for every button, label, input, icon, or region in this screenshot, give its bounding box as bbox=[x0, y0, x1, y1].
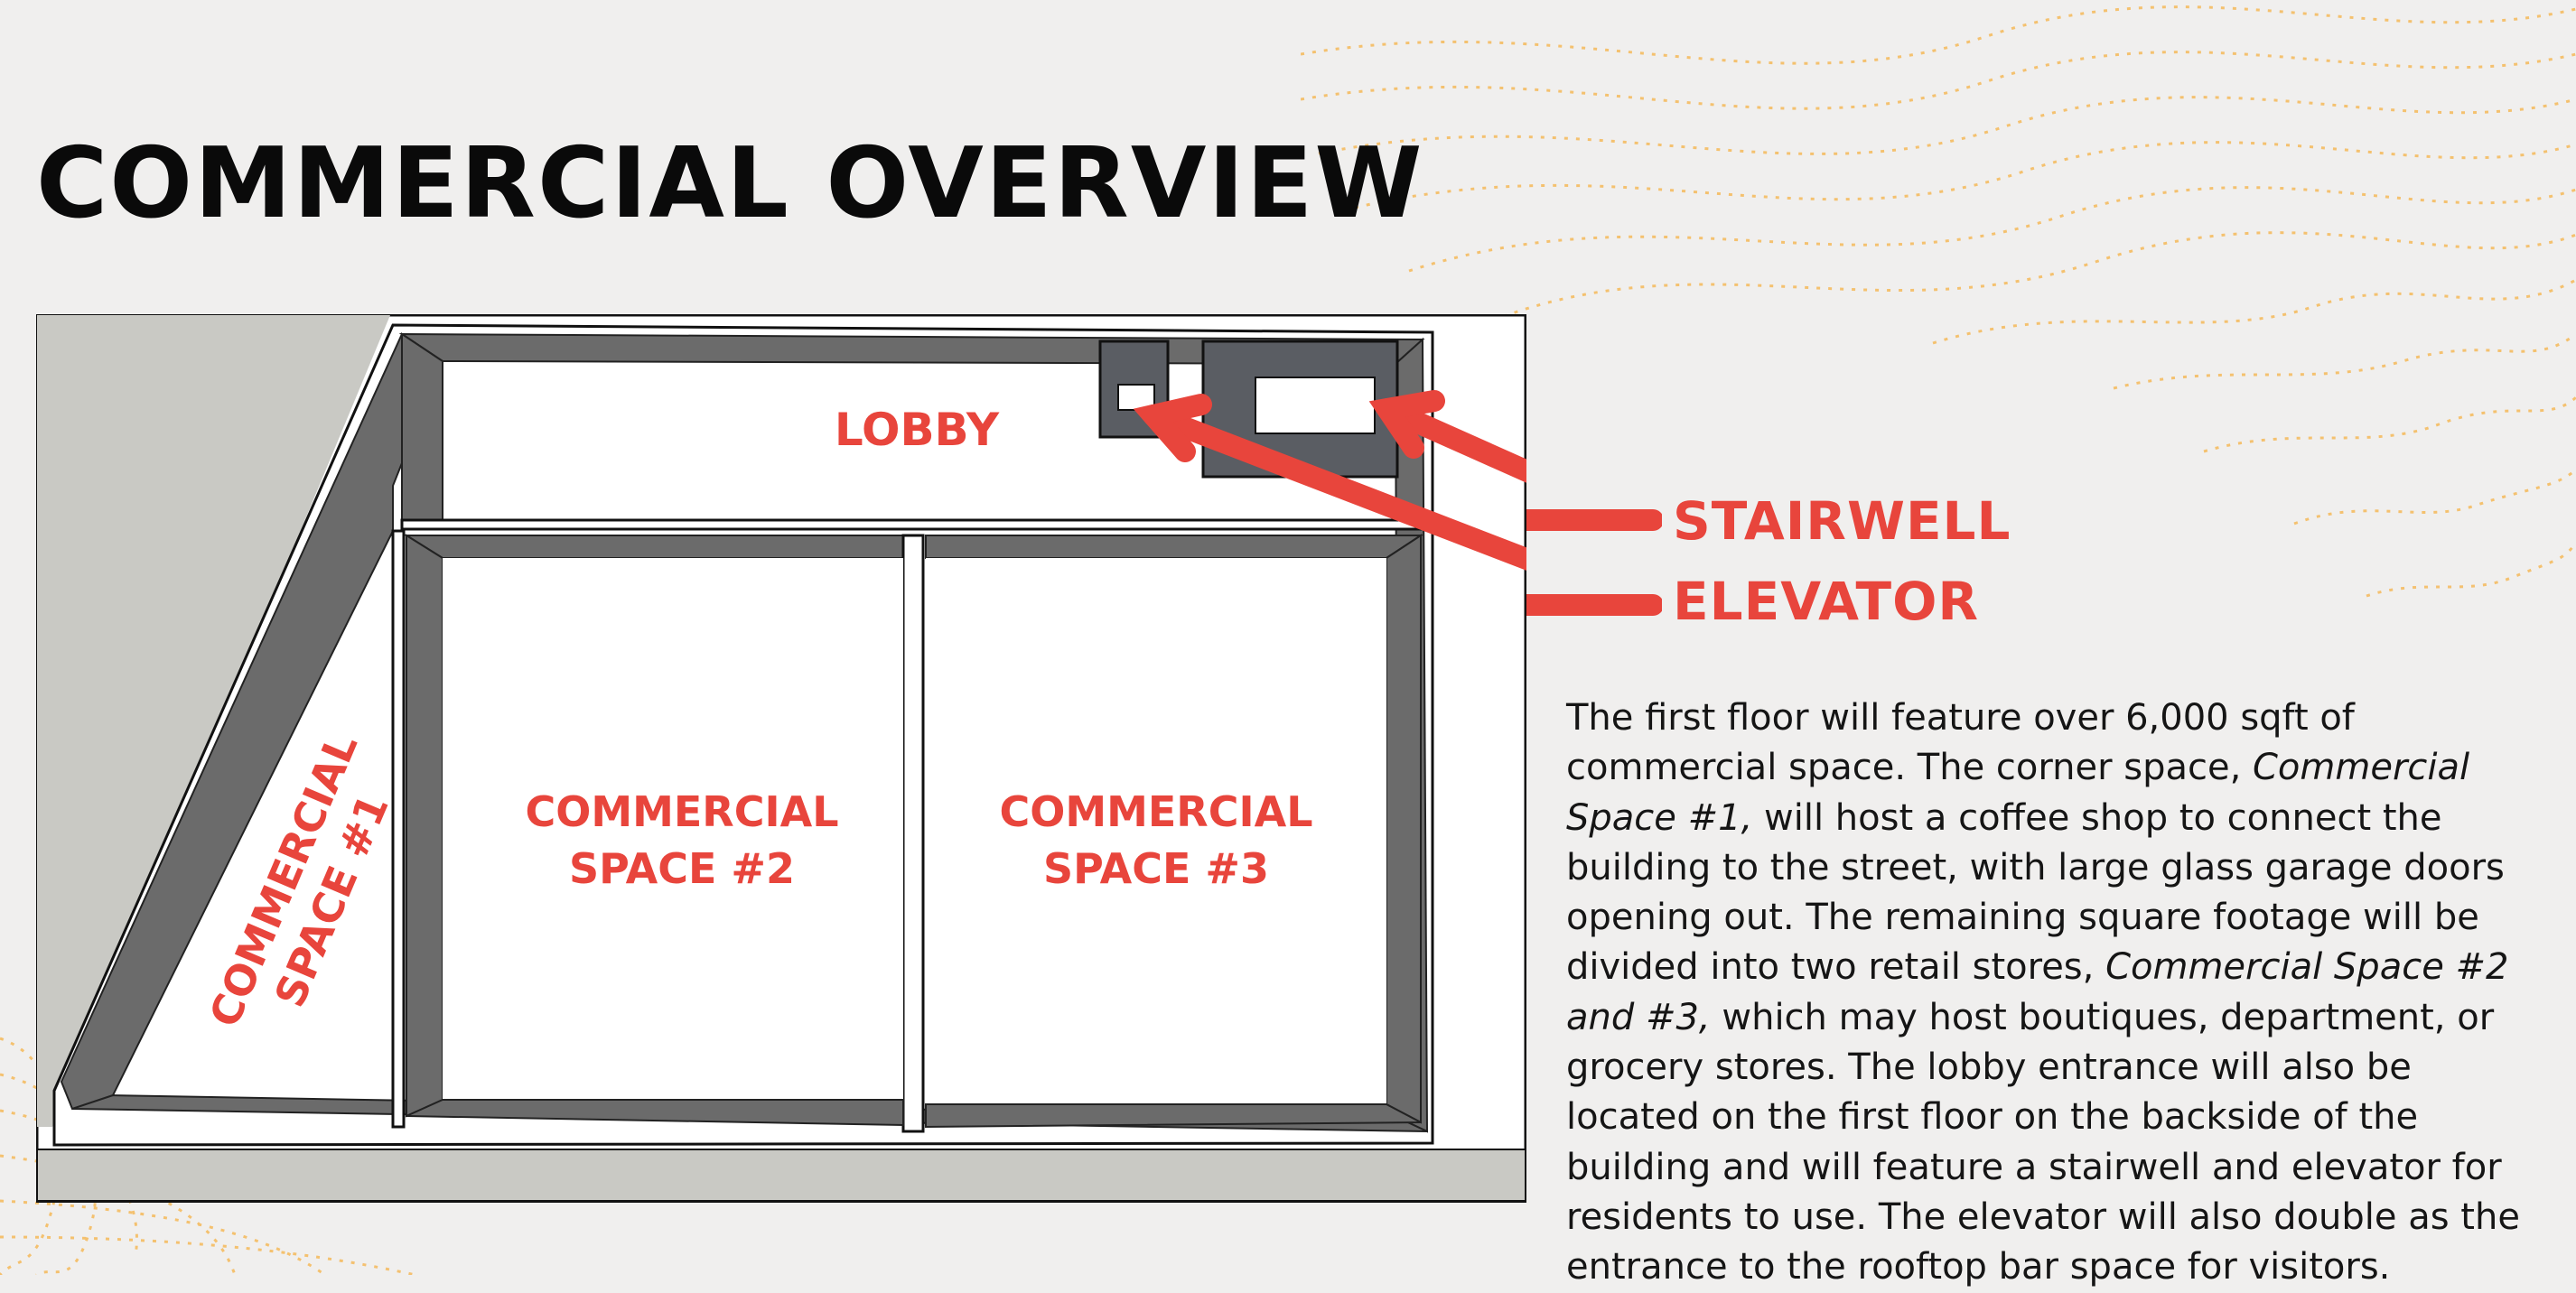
arrow-stairwell-head bbox=[1133, 394, 1212, 462]
description-text-1: The first floor will feature over 6,000 … bbox=[1566, 697, 2355, 789]
arrow-stairwell-shaft bbox=[1143, 405, 1526, 571]
space-divider-left bbox=[391, 529, 406, 1129]
space3-wall-top bbox=[925, 535, 1424, 559]
space2-wall-bottom bbox=[406, 1099, 904, 1127]
lobby-label: LOBBY bbox=[835, 404, 1000, 456]
sidewalk-strip bbox=[36, 1149, 1526, 1202]
description-text-2: will host a coffee shop to connect the b… bbox=[1566, 796, 2505, 989]
space2-label-line2: SPACE #2 bbox=[569, 844, 795, 893]
wall-lobby-left bbox=[401, 332, 443, 528]
space2-label-line1: COMMERCIAL bbox=[525, 787, 838, 836]
description-paragraph: The first floor will feature over 6,000 … bbox=[1566, 693, 2546, 1293]
description-text-3: which may host boutiques, department, or… bbox=[1566, 996, 2520, 1288]
space-divider-middle bbox=[901, 534, 925, 1133]
description-italic-1: Commercial Space #1, bbox=[1566, 747, 2470, 839]
space3-wall-bottom bbox=[925, 1103, 1422, 1129]
lobby-divider bbox=[400, 518, 1423, 531]
floor-plan-diagram: LOBBY COMMERCIAL SPACE #1 COMMERCIAL SPA… bbox=[36, 314, 1526, 1203]
stairwell-callout: STAIRWELL bbox=[1673, 490, 2011, 552]
space2-floor bbox=[443, 558, 903, 1100]
space2-wall-left bbox=[406, 534, 443, 1118]
page-title: COMMERCIAL OVERVIEW bbox=[36, 127, 1424, 240]
decorative-wave-pattern-top-right bbox=[1301, 5, 2576, 598]
space2-wall-top bbox=[403, 535, 904, 559]
arrow-elevator-shaft bbox=[1377, 398, 1526, 483]
elevator-callout: ELEVATOR bbox=[1673, 571, 1980, 632]
space3-label-line2: SPACE #3 bbox=[1043, 844, 1269, 893]
space3-floor bbox=[926, 558, 1386, 1104]
description-italic-2: Commercial Space #2 and #3, bbox=[1566, 946, 2509, 1038]
arrow-elevator-head bbox=[1368, 390, 1445, 459]
space3-label-line1: COMMERCIAL bbox=[999, 787, 1312, 836]
space3-wall-right bbox=[1386, 534, 1422, 1124]
street-area bbox=[37, 315, 390, 1127]
callout-arrows bbox=[1526, 509, 1662, 616]
elevator-void bbox=[1255, 377, 1376, 434]
